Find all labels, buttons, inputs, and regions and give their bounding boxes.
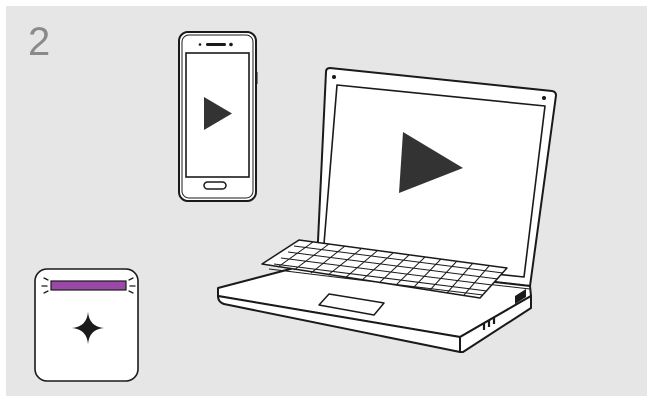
laptop-sensor — [542, 96, 546, 100]
smartphone — [179, 32, 257, 201]
smartphone-home-button — [204, 182, 226, 189]
smartphone-speaker — [206, 43, 226, 46]
dongle — [35, 269, 138, 381]
smartphone-sensor — [199, 43, 202, 46]
dongle-led-bar — [51, 281, 126, 290]
laptop — [218, 68, 556, 352]
smartphone-camera — [229, 43, 233, 47]
laptop-camera — [332, 75, 336, 79]
